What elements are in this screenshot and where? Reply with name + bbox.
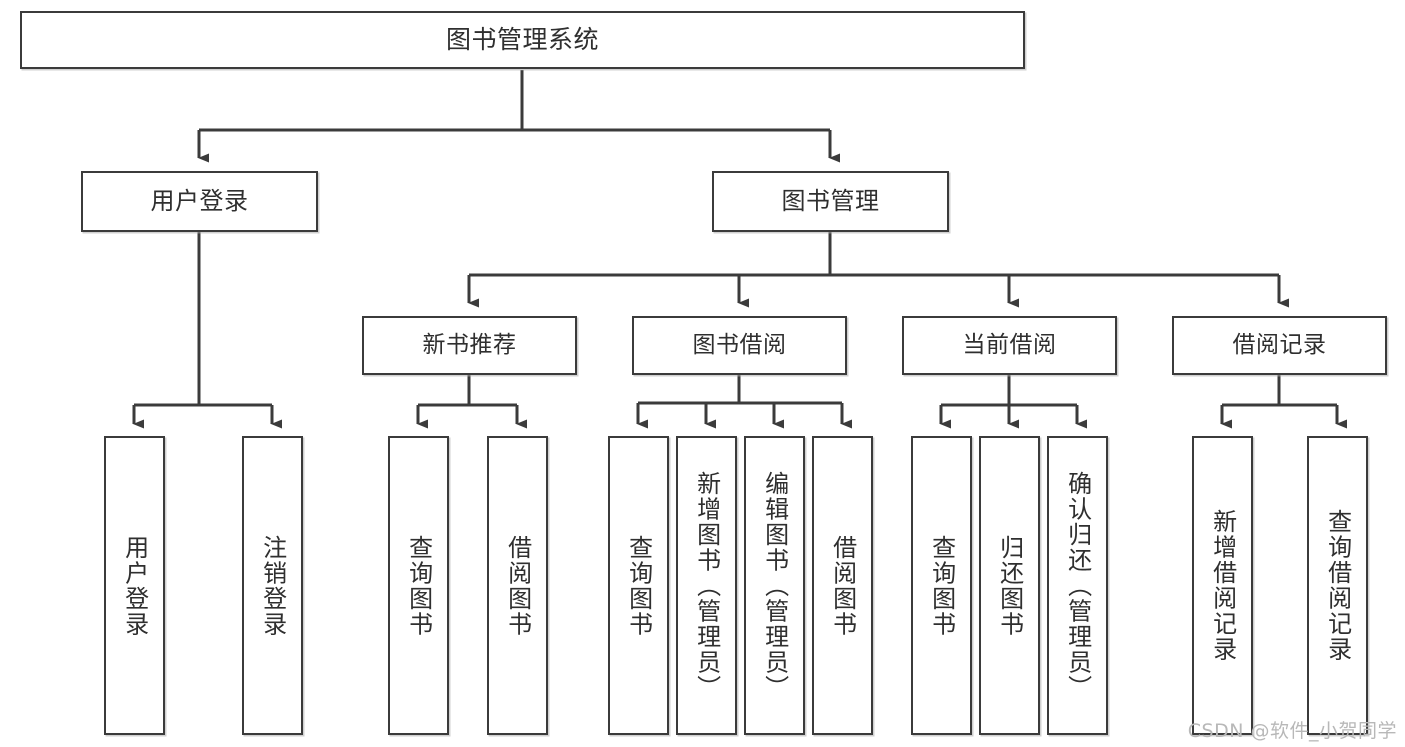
node-borrow-record[interactable]: 借阅记录 [1172, 316, 1387, 375]
node-book-borrow[interactable]: 图书借阅 [632, 316, 847, 375]
node-label: 注销登录 [258, 534, 287, 637]
node-label: 用户登录 [150, 187, 249, 216]
node-label: 查询图书 [624, 534, 653, 637]
leaf-return-book[interactable]: 归还图书 [979, 436, 1040, 735]
node-label: 借阅图书 [503, 534, 532, 637]
node-label: 图书管理 [781, 187, 880, 216]
node-user-login[interactable]: 用户登录 [81, 171, 318, 232]
node-label: 用户登录 [120, 534, 149, 637]
node-current-borrow[interactable]: 当前借阅 [902, 316, 1117, 375]
leaf-borrow-book-recommend[interactable]: 借阅图书 [487, 436, 548, 735]
leaf-query-borrow-record[interactable]: 查询借阅记录 [1307, 436, 1368, 735]
node-label: 新增借阅记录 [1208, 509, 1237, 662]
leaf-query-book-current[interactable]: 查询图书 [911, 436, 972, 735]
node-new-book-recommend[interactable]: 新书推荐 [362, 316, 577, 375]
node-label: 归还图书 [995, 534, 1024, 637]
node-root-system[interactable]: 图书管理系统 [20, 11, 1025, 69]
node-label: 新书推荐 [422, 331, 517, 358]
leaf-edit-book[interactable]: 编辑图书（管理员） [744, 436, 805, 735]
leaf-user-login[interactable]: 用户登录 [104, 436, 165, 735]
node-label: 借阅图书 [828, 534, 857, 637]
node-book-manage[interactable]: 图书管理 [712, 171, 949, 232]
node-label: 当前借阅 [962, 331, 1057, 358]
node-label: 查询借阅记录 [1323, 509, 1352, 662]
leaf-add-book[interactable]: 新增图书（管理员） [676, 436, 737, 735]
node-label: 图书管理系统 [445, 25, 599, 54]
leaf-user-logout[interactable]: 注销登录 [242, 436, 303, 735]
node-label: 查询图书 [404, 534, 433, 637]
leaf-query-book-recommend[interactable]: 查询图书 [388, 436, 449, 735]
leaf-borrow-book-borrow[interactable]: 借阅图书 [812, 436, 873, 735]
node-label: 图书借阅 [692, 331, 787, 358]
node-label: 新增图书（管理员） [692, 470, 721, 701]
node-label: 查询图书 [927, 534, 956, 637]
node-label: 借阅记录 [1232, 331, 1327, 358]
leaf-add-borrow-record[interactable]: 新增借阅记录 [1192, 436, 1253, 735]
csdn-watermark: CSDN @软件_小贺同学 [1187, 720, 1397, 742]
leaf-confirm-return[interactable]: 确认归还（管理员） [1047, 436, 1108, 735]
leaf-query-book-borrow[interactable]: 查询图书 [608, 436, 669, 735]
node-label: 编辑图书（管理员） [760, 470, 789, 701]
node-label: 确认归还（管理员） [1063, 470, 1092, 701]
